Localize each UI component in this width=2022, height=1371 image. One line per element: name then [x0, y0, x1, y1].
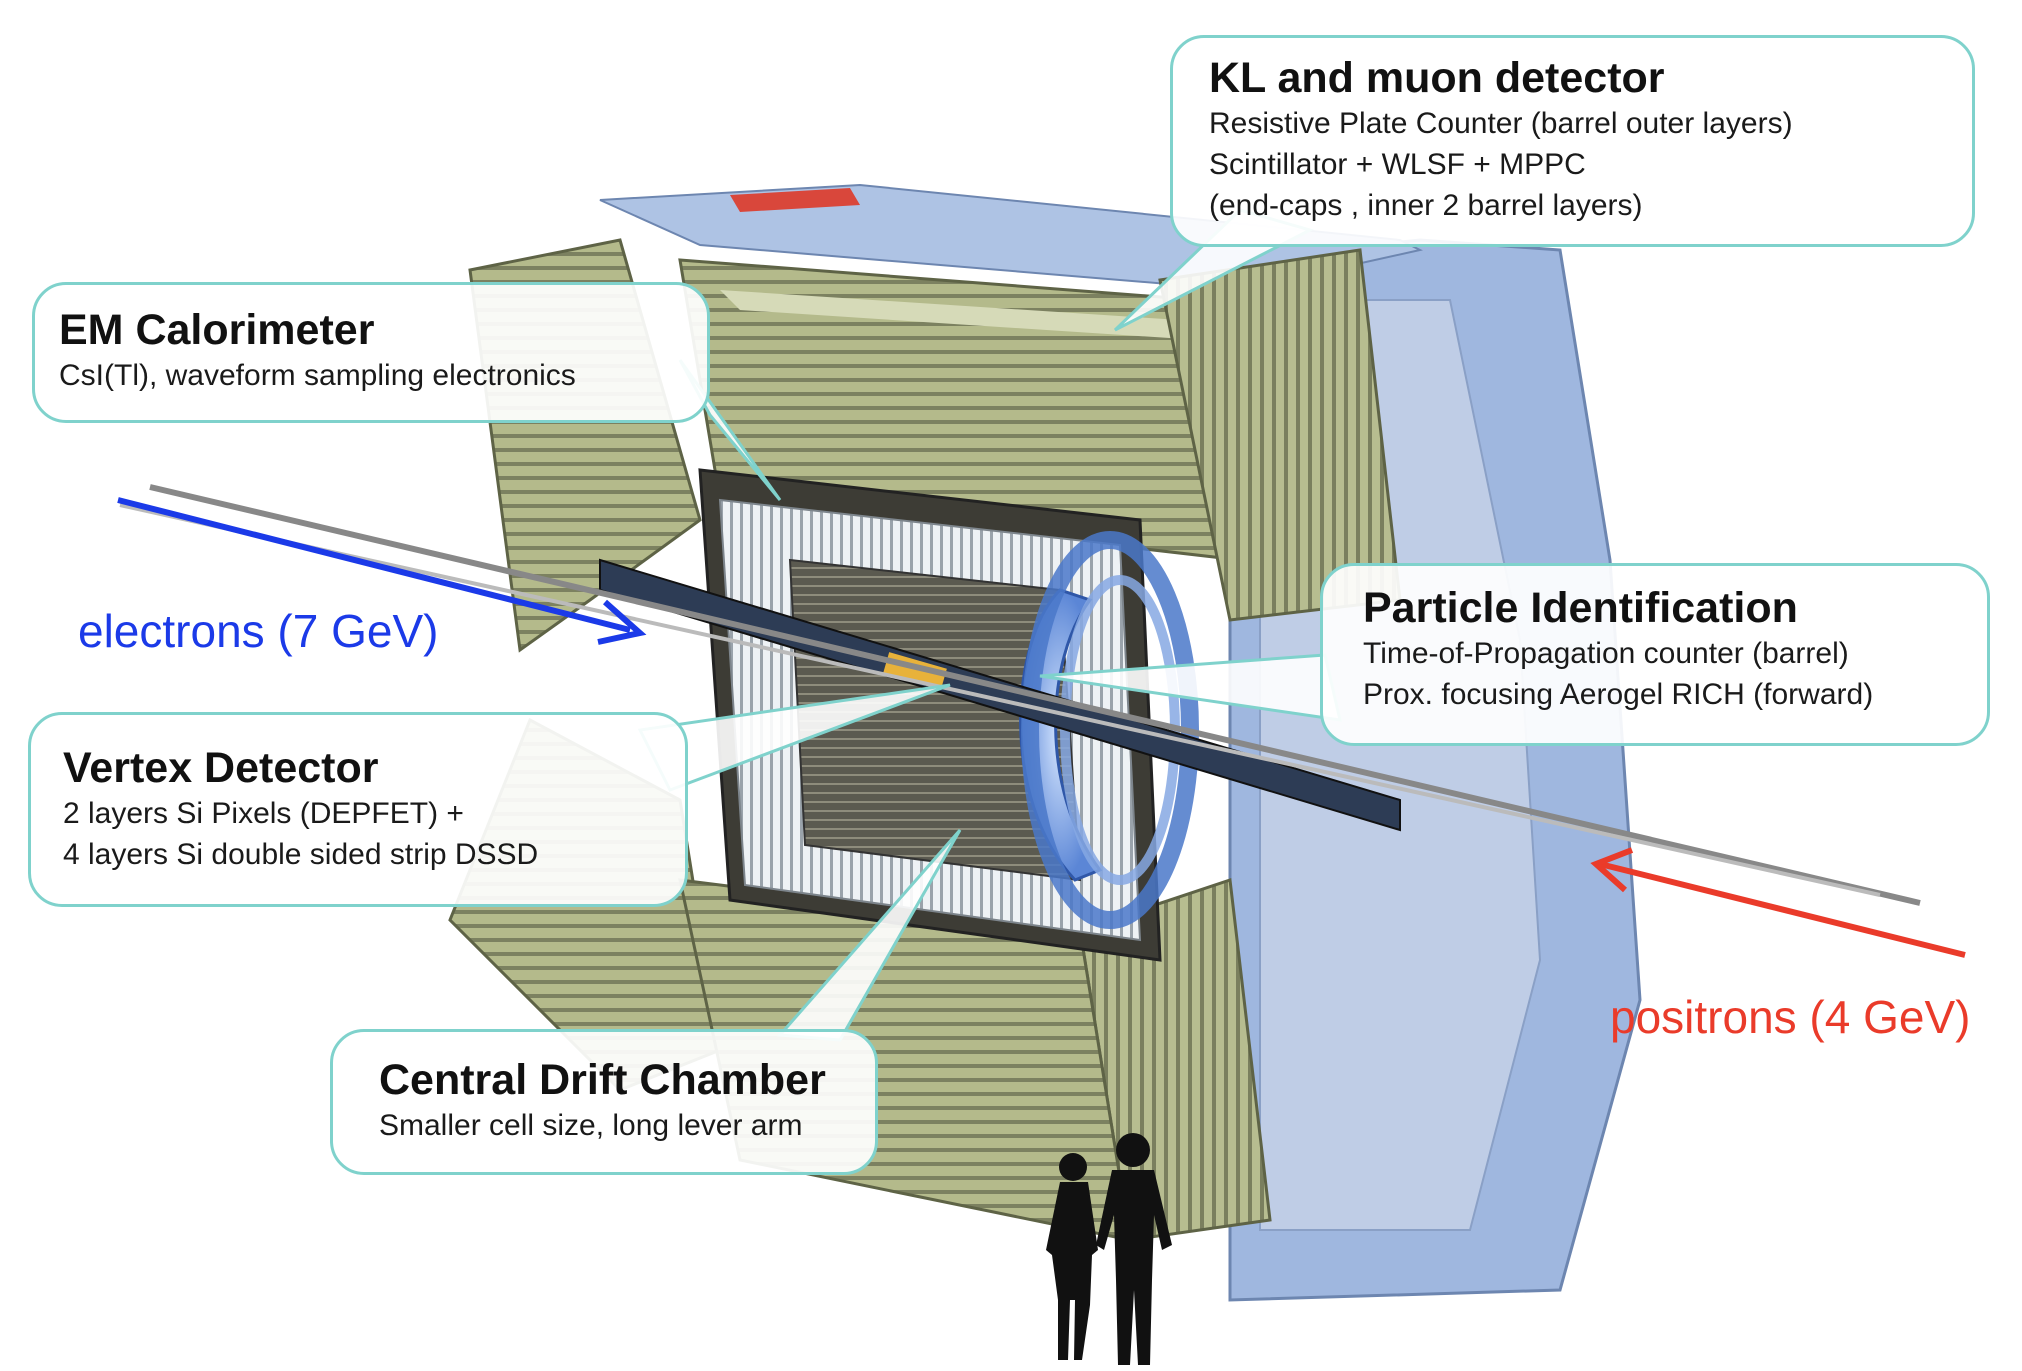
positron-arrowhead — [1590, 847, 1634, 893]
top-red-strip — [730, 188, 860, 212]
callout-cdc-title: Central Drift Chamber — [379, 1056, 826, 1104]
barrel-klm-top-face — [720, 290, 1200, 340]
callout-klm-title: KL and muon detector — [1209, 54, 1665, 102]
callout-klm-line-2: Scintillator + WLSF + MPPC — [1209, 148, 1586, 181]
callout-ecl-line-1: CsI(Tl), waveform sampling electronics — [59, 359, 576, 392]
positron-beam-arrow — [1599, 861, 1966, 958]
callout-vertex: Vertex Detector 2 layers Si Pixels (DEPF… — [28, 712, 688, 907]
callout-ecl-title: EM Calorimeter — [59, 306, 375, 354]
callout-cdc: Central Drift Chamber Smaller cell size,… — [330, 1029, 878, 1175]
positron-beam-label: positrons (4 GeV) — [1610, 991, 1971, 1043]
electron-beam-label: electrons (7 GeV) — [78, 605, 439, 657]
callout-klm-line-3: (end-caps , inner 2 barrel layers) — [1209, 189, 1643, 222]
beam-line-upper — [149, 484, 1921, 906]
callout-pid-title: Particle Identification — [1363, 584, 1798, 632]
electron-beam-arrow — [117, 497, 631, 633]
beam-line-lower — [119, 503, 1881, 897]
callout-pid-line-2: Prox. focusing Aerogel RICH (forward) — [1363, 678, 1874, 711]
callout-pid-line-1: Time-of-Propagation counter (barrel) — [1363, 637, 1849, 670]
electron-arrowhead — [597, 599, 647, 645]
callout-vertex-line-2: 4 layers Si double sided strip DSSD — [63, 838, 539, 871]
callout-klm-line-1: Resistive Plate Counter (barrel outer la… — [1209, 107, 1793, 140]
callout-vertex-line-1: 2 layers Si Pixels (DEPFET) + — [63, 797, 464, 830]
callout-cdc-line-1: Smaller cell size, long lever arm — [379, 1109, 803, 1142]
callout-pid: Particle Identification Time-of-Propagat… — [1320, 563, 1990, 746]
callout-vertex-title: Vertex Detector — [63, 744, 379, 792]
man-silhouette — [1096, 1133, 1172, 1365]
woman-silhouette — [1046, 1153, 1098, 1360]
callout-klm: KL and muon detector Resistive Plate Cou… — [1170, 35, 1975, 247]
callout-ecl: EM Calorimeter CsI(Tl), waveform samplin… — [32, 282, 710, 423]
